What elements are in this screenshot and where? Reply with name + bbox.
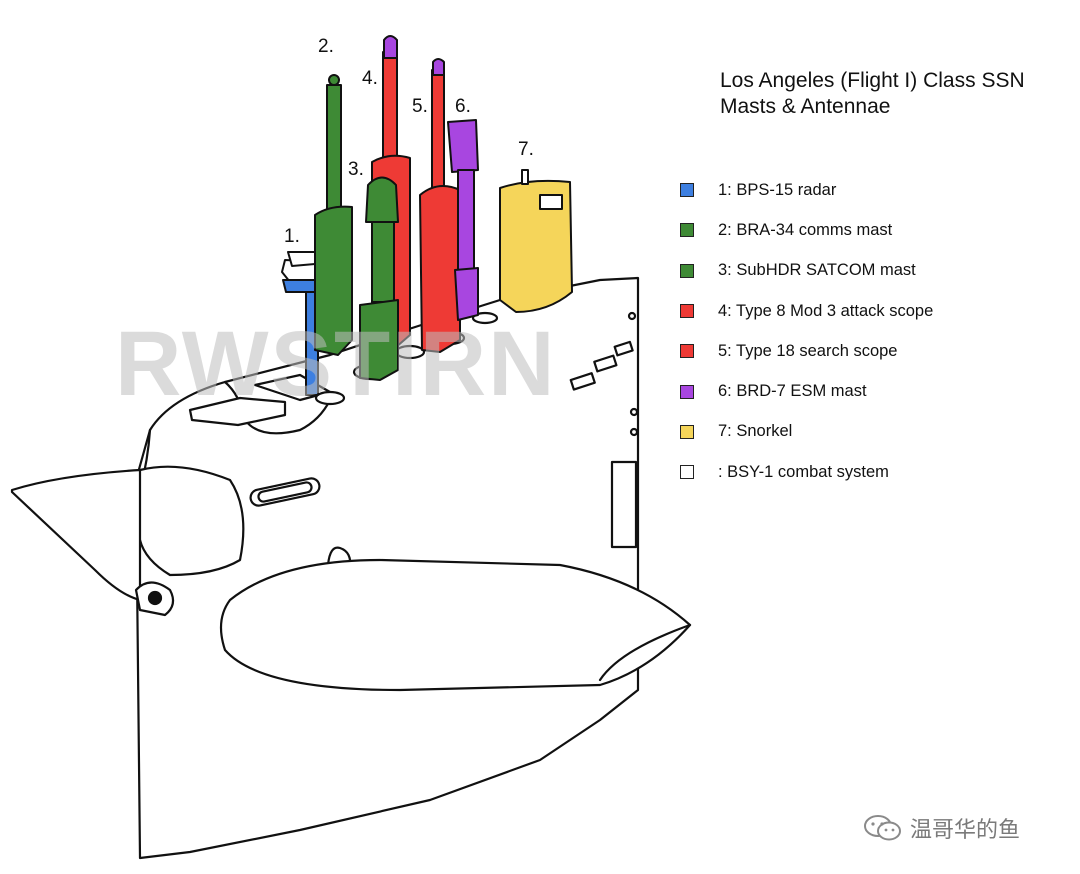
legend-item: 5: Type 18 search scope: [680, 331, 933, 371]
legend-item: 1: BPS-15 radar: [680, 170, 933, 210]
legend-swatch: [680, 304, 694, 319]
mast-label-3: 3.: [348, 159, 364, 180]
legend-label: : BSY-1 combat system: [718, 462, 889, 481]
mast-labels: 1. 2. 3. 4. 5. 6. 7.: [284, 36, 534, 247]
legend-item: 2: BRA-34 comms mast: [680, 210, 933, 250]
legend-swatch: [680, 344, 694, 359]
credit-text: 温哥华的鱼: [910, 817, 1021, 842]
legend: 1: BPS-15 radar 2: BRA-34 comms mast 3: …: [680, 170, 933, 492]
diagram-title: Los Angeles (Flight I) Class SSN Masts &…: [720, 68, 1025, 120]
mast-5-search-scope: [419, 58, 461, 353]
legend-swatch: [680, 223, 694, 238]
watermark: RWSTIRN: [115, 313, 557, 415]
mast-label-6: 6.: [455, 96, 471, 117]
mast-7-snorkel: [499, 169, 573, 313]
source-credit: 温哥华的鱼: [862, 812, 1020, 844]
legend-swatch: [680, 424, 694, 439]
legend-label: 5: Type 18 search scope: [718, 341, 898, 360]
legend-label: 6: BRD-7 ESM mast: [718, 382, 867, 401]
mast-label-1: 1.: [284, 226, 300, 247]
mast-label-5: 5.: [412, 96, 428, 117]
mast-label-7: 7.: [518, 139, 534, 160]
legend-label: 3: SubHDR SATCOM mast: [718, 261, 916, 280]
mast-2-comms: [314, 74, 353, 356]
legend-swatch: [680, 465, 694, 480]
legend-swatch: [680, 384, 694, 399]
mast-label-4: 4.: [362, 68, 378, 89]
title-line-2: Masts & Antennae: [720, 95, 891, 118]
legend-item: 6: BRD-7 ESM mast: [680, 371, 933, 411]
legend-item: : BSY-1 combat system: [680, 452, 933, 492]
wechat-icon: [864, 815, 901, 841]
legend-label: 1: BPS-15 radar: [718, 180, 837, 199]
legend-label: 7: Snorkel: [718, 422, 793, 441]
legend-item: 7: Snorkel: [680, 412, 933, 452]
legend-swatch: [680, 183, 694, 198]
mast-6-esm: [447, 119, 479, 321]
legend-label: 4: Type 8 Mod 3 attack scope: [718, 301, 934, 320]
left-fairwater-plane: [10, 468, 142, 602]
legend-item: 4: Type 8 Mod 3 attack scope: [680, 291, 933, 331]
title-line-1: Los Angeles (Flight I) Class SSN: [720, 69, 1025, 92]
legend-label: 2: BRA-34 comms mast: [718, 220, 893, 239]
right-fairwater-plane: [219, 558, 692, 692]
legend-item: 3: SubHDR SATCOM mast: [680, 251, 933, 291]
legend-swatch: [680, 263, 694, 278]
mast-label-2: 2.: [318, 36, 334, 57]
mast-3-satcom: [359, 176, 399, 381]
